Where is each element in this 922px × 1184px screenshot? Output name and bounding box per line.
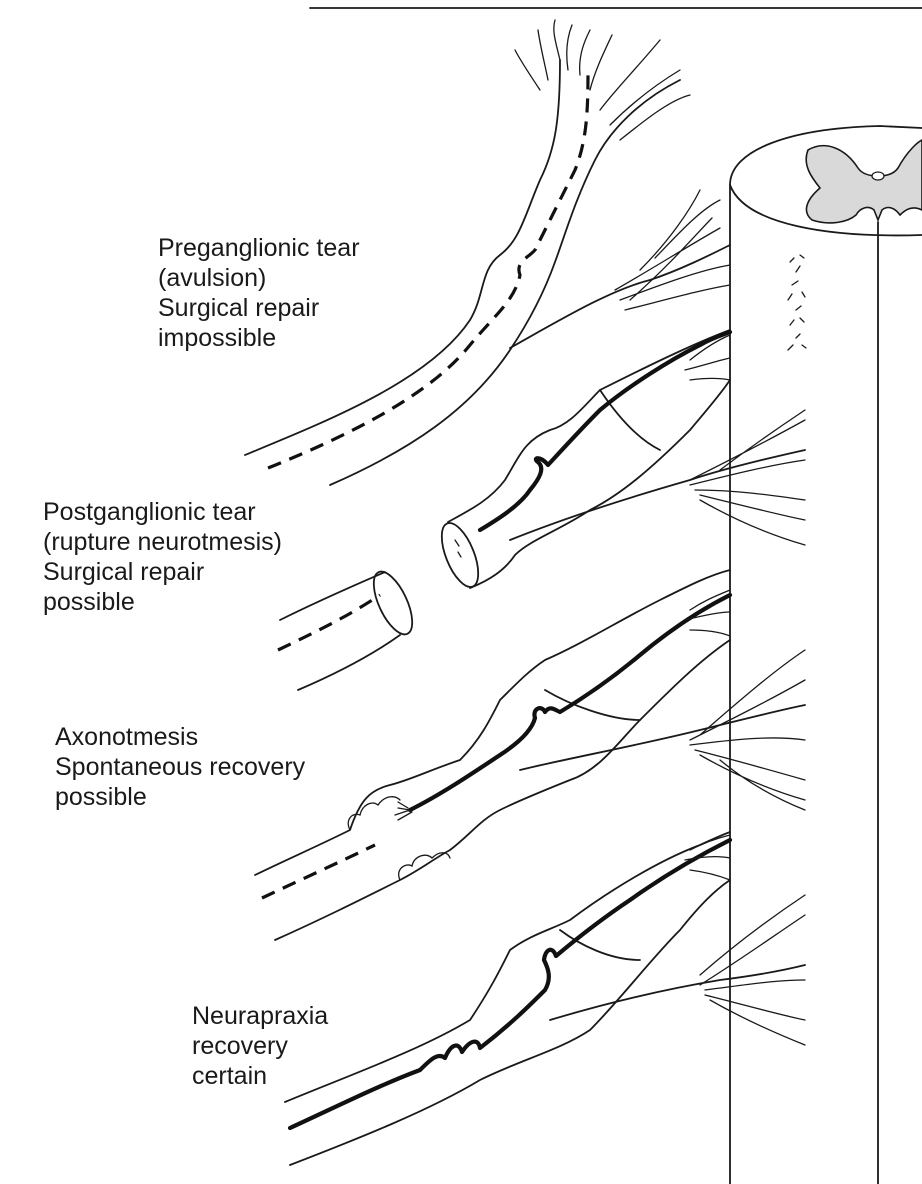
label-line: Spontaneous recovery: [55, 753, 306, 781]
label-line: possible: [43, 588, 135, 616]
label-axonotmesis: Axonotmesis Spontaneous recovery possibl…: [55, 722, 305, 812]
axonotmesis-nerve: [254, 569, 806, 941]
gray-matter-butterfly: [805, 139, 922, 224]
label-line: (rupture neurotmesis): [43, 528, 282, 556]
label-line: (avulsion): [158, 264, 267, 292]
label-preganglionic: Preganglionic tear (avulsion) Surgical r…: [158, 233, 360, 353]
label-line: possible: [55, 783, 147, 811]
label-line: Axonotmesis: [55, 723, 199, 751]
label-neurapraxia: Neurapraxia recovery certain: [192, 1001, 328, 1091]
label-line: certain: [192, 1062, 268, 1090]
label-postganglionic: Postganglionic tear (rupture neurotmesis…: [43, 497, 282, 617]
label-line: Surgical repair: [43, 558, 205, 586]
label-line: Surgical repair: [158, 294, 320, 322]
label-line: Neurapraxia: [192, 1002, 329, 1030]
label-line: recovery: [192, 1032, 288, 1060]
label-line: Preganglionic tear: [158, 234, 360, 262]
neurapraxia-nerve: [284, 831, 806, 1166]
postganglionic-nerve: [277, 329, 806, 691]
label-line: Postganglionic tear: [43, 498, 256, 526]
preganglionic-nerve: [244, 19, 731, 486]
label-line: impossible: [158, 324, 277, 352]
spinal-cord: [729, 125, 922, 1184]
